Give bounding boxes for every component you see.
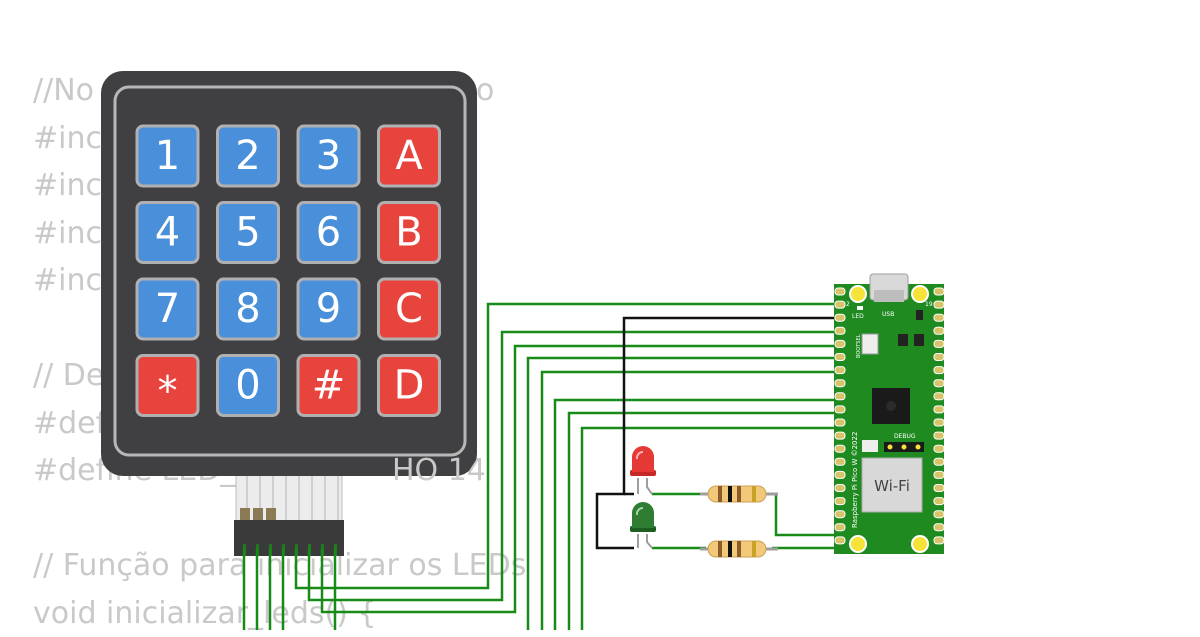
resistor-2: [700, 541, 778, 557]
pin-pad[interactable]: [835, 354, 845, 361]
board-name-label: Raspberry Pi Pico W ©2022: [851, 432, 859, 528]
key-label: 1: [155, 133, 180, 179]
pin-pad[interactable]: [835, 380, 845, 387]
mount-hole-tr: [912, 286, 928, 302]
pin-pad[interactable]: [934, 537, 944, 544]
key-9[interactable]: 9: [298, 279, 359, 339]
key-label: 2: [235, 133, 260, 179]
key-label: 0: [235, 363, 260, 409]
pin-pad[interactable]: [934, 485, 944, 492]
key-star[interactable]: *: [137, 356, 198, 416]
pin-pad[interactable]: [934, 419, 944, 426]
pin-pad[interactable]: [934, 288, 944, 295]
key-5[interactable]: 5: [218, 203, 279, 263]
pin-pad[interactable]: [934, 458, 944, 465]
bootsel-label: BOOTSEL: [856, 334, 862, 358]
pin-pad[interactable]: [835, 340, 845, 347]
pin-pad[interactable]: [934, 340, 944, 347]
code-fragment: o: [476, 67, 494, 115]
membrane-keypad[interactable]: 1 2 3 A 4 5 6 B 7 8 9 C * 0 # D: [101, 71, 477, 476]
pin-pad[interactable]: [934, 471, 944, 478]
key-label: #: [312, 363, 346, 409]
key-label: 8: [235, 286, 260, 332]
pin-pad[interactable]: [934, 524, 944, 531]
pin-pad[interactable]: [835, 393, 845, 400]
bootsel-button[interactable]: [862, 334, 878, 354]
pin-pad[interactable]: [934, 432, 944, 439]
pin-pad[interactable]: [835, 537, 845, 544]
keypad-ribbon-cable: [234, 472, 344, 556]
key-label: 4: [155, 210, 180, 256]
pin-pad[interactable]: [934, 301, 944, 308]
pin-pad[interactable]: [835, 419, 845, 426]
pin-pad[interactable]: [835, 445, 845, 452]
key-label: 9: [316, 286, 341, 332]
key-label: 6: [316, 210, 341, 256]
key-d[interactable]: D: [379, 356, 440, 416]
pin-pad[interactable]: [934, 393, 944, 400]
key-b[interactable]: B: [379, 203, 440, 263]
key-a[interactable]: A: [379, 126, 440, 186]
key-label: D: [394, 363, 425, 409]
key-8[interactable]: 8: [218, 279, 279, 339]
wifi-label: Wi-Fi: [874, 477, 910, 495]
debug-label: DEBUG: [894, 433, 916, 440]
pin-pad[interactable]: [835, 432, 845, 439]
pin-pad[interactable]: [835, 524, 845, 531]
pin-pad[interactable]: [934, 445, 944, 452]
pin-pad[interactable]: [835, 498, 845, 505]
mount-hole-br: [912, 536, 928, 552]
key-label: *: [158, 369, 178, 415]
pin-pad[interactable]: [835, 301, 845, 308]
key-4[interactable]: 4: [137, 203, 198, 263]
key-7[interactable]: 7: [137, 279, 198, 339]
pin-pad[interactable]: [835, 327, 845, 334]
pin-pad[interactable]: [835, 458, 845, 465]
key-2[interactable]: 2: [218, 126, 279, 186]
pin-pad[interactable]: [835, 511, 845, 518]
pin-pad[interactable]: [835, 406, 845, 413]
key-3[interactable]: 3: [298, 126, 359, 186]
code-fragment: HO 14: [392, 447, 486, 495]
key-label: 3: [316, 133, 341, 179]
green-led[interactable]: [630, 502, 656, 548]
usb-silk-label: USB: [882, 311, 894, 318]
key-label: C: [395, 286, 423, 332]
pin-pad[interactable]: [934, 498, 944, 505]
pin-number-2: 2: [846, 301, 850, 308]
pin-pad[interactable]: [934, 314, 944, 321]
pin-pad[interactable]: [934, 380, 944, 387]
mount-hole-bl: [850, 536, 866, 552]
pin-pad[interactable]: [934, 367, 944, 374]
wire-13: [582, 428, 840, 630]
led-silk-label: LED: [852, 313, 864, 320]
key-1[interactable]: 1: [137, 126, 198, 186]
key-0[interactable]: 0: [218, 356, 279, 416]
pico-w-board[interactable]: 2 19 LED USB BOOTSEL DEBUG Wi-Fi Raspber…: [834, 274, 944, 554]
pin-pad[interactable]: [835, 471, 845, 478]
mount-hole-tl: [850, 286, 866, 302]
key-label: 7: [155, 286, 180, 332]
key-c[interactable]: C: [379, 279, 440, 339]
wire-10: [542, 372, 840, 630]
red-led[interactable]: [630, 446, 656, 494]
key-label: B: [395, 210, 422, 256]
key-label: A: [395, 133, 423, 179]
pin-pad[interactable]: [934, 327, 944, 334]
pin-number-19: 19: [925, 301, 933, 308]
resistor-1: [700, 486, 778, 502]
pin-pad[interactable]: [835, 485, 845, 492]
key-6[interactable]: 6: [298, 203, 359, 263]
key-label: 5: [235, 210, 260, 256]
key-hash[interactable]: #: [298, 356, 359, 416]
pin-pad[interactable]: [934, 511, 944, 518]
pin-pad[interactable]: [934, 354, 944, 361]
pin-pad[interactable]: [934, 406, 944, 413]
pin-pad[interactable]: [835, 288, 845, 295]
pin-pad[interactable]: [835, 367, 845, 374]
pin-pad[interactable]: [835, 314, 845, 321]
wire-12: [569, 413, 840, 630]
